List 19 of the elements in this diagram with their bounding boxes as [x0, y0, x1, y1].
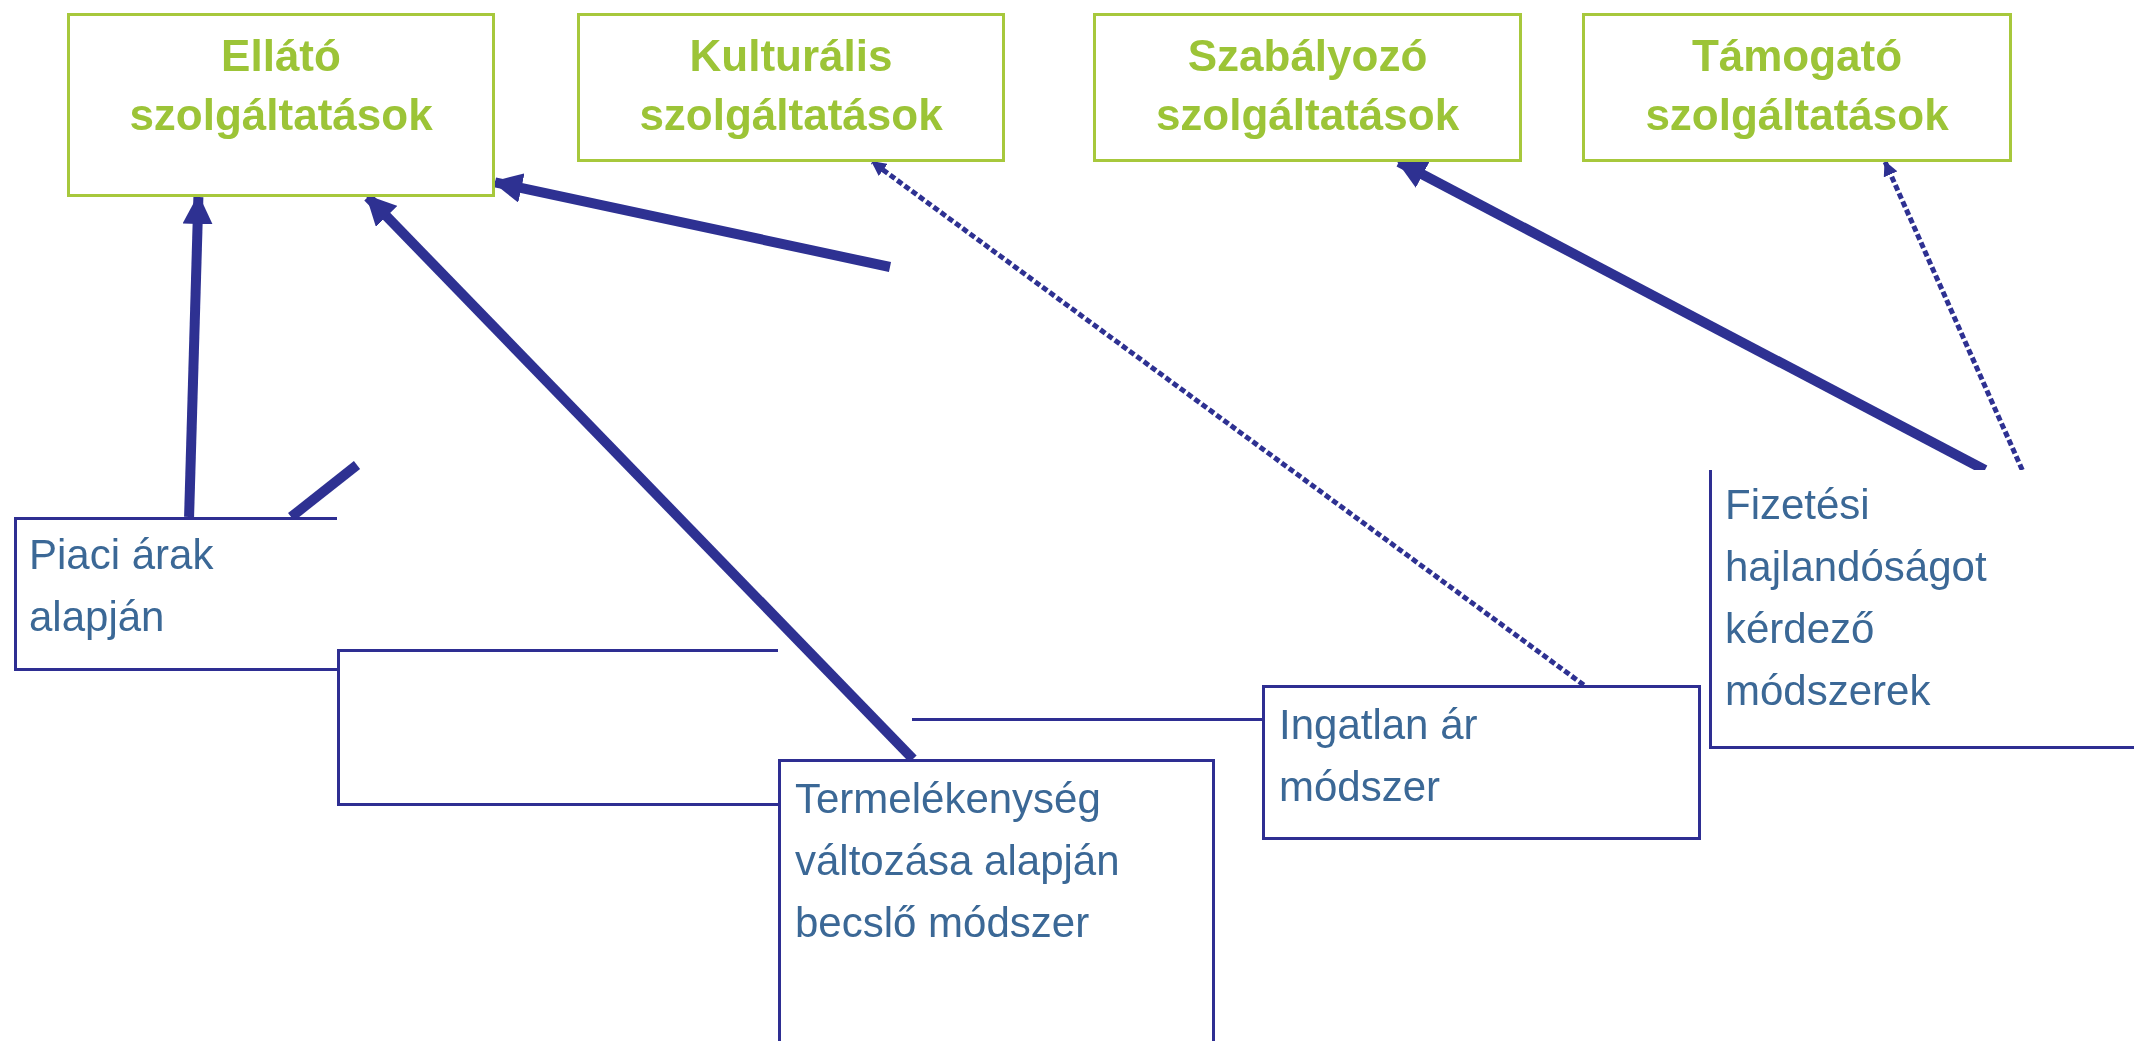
service-title: Szabályozó szolgáltatások: [1154, 30, 1461, 141]
partly-hidden-box: [337, 649, 778, 806]
method-label: Fizetési hajlandóságot kérdező módszerek: [1725, 480, 1988, 717]
service-title: Támogató szolgáltatások: [1644, 30, 1950, 141]
method-box: [1709, 470, 2134, 749]
method-box: [1262, 685, 1701, 840]
service-box: [1582, 13, 2012, 162]
method-box: [778, 759, 1215, 1041]
service-title: Ellátó szolgáltatások: [128, 30, 434, 141]
method-label: Piaci árak alapján: [29, 530, 215, 643]
service-box: [577, 13, 1005, 162]
method-label: Ingatlan ár módszer: [1279, 700, 1479, 813]
service-box: [1093, 13, 1522, 162]
service-box: [67, 13, 495, 197]
dashed-arrow: [1882, 160, 2025, 471]
dashed-arrow: [870, 160, 1586, 687]
service-title: Kulturális szolgáltatások: [638, 30, 944, 141]
method-label: Termelékenység változása alapján becslő módszer: [795, 774, 1121, 949]
method-box: [14, 517, 337, 671]
